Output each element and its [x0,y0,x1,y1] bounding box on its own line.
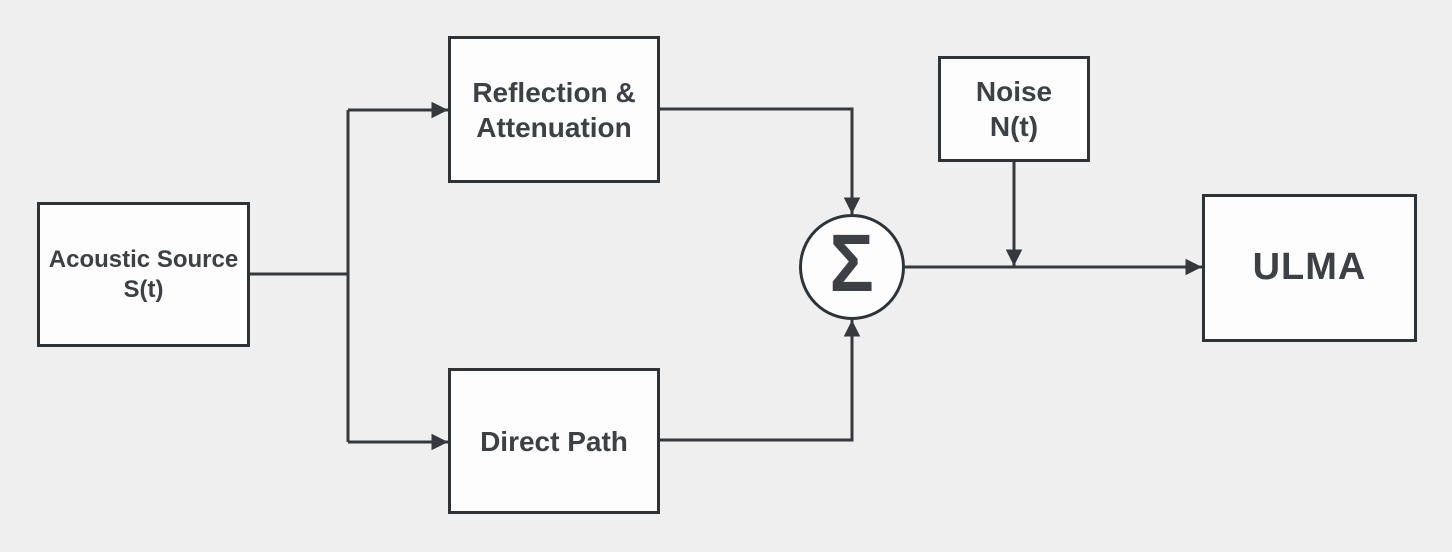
node-noise-label: Noise N(t) [975,76,1053,142]
node-acoustic-source: Acoustic Source S(t) [37,202,250,347]
sigma-symbol: Σ [829,218,875,309]
node-ulma: ULMA [1202,194,1417,342]
node-sum-junction: Σ [799,214,905,320]
node-reflection-attenuation: Reflection & Attenuation [448,36,660,183]
edge-reflection-to-sum-arrow [660,107,861,214]
edge-direct-path-to-sum-arrow [660,320,861,442]
node-reflection-attenuation-label: Reflection & Attenuation [472,76,636,143]
node-direct-path-label: Direct Path [480,425,628,457]
node-direct-path: Direct Path [448,368,660,514]
node-acoustic-source-label: Acoustic Source S(t) [48,245,239,303]
node-ulma-label: ULMA [1252,246,1367,289]
node-noise: Noise N(t) [938,56,1090,162]
